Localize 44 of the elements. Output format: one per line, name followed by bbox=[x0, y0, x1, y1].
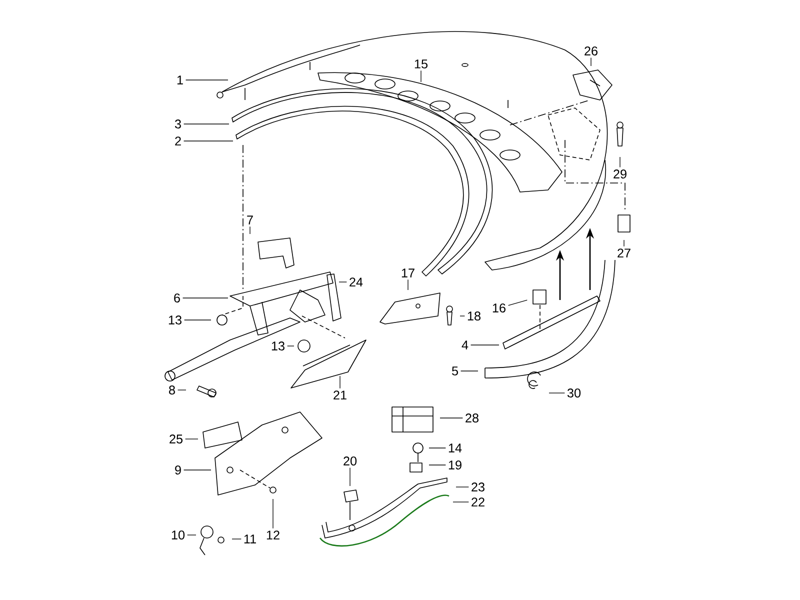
leader-line bbox=[183, 140, 234, 142]
callout-number: 11 bbox=[244, 534, 256, 544]
callout-number: 13 bbox=[168, 316, 182, 324]
leader-line bbox=[420, 70, 422, 82]
callout-number: 17 bbox=[402, 268, 414, 278]
leader-line bbox=[184, 438, 198, 440]
callout-number: 22 bbox=[472, 498, 484, 506]
callout-number: 19 bbox=[448, 460, 462, 470]
callout-number: 21 bbox=[334, 390, 346, 400]
leader-line bbox=[186, 534, 196, 536]
callout-number: 24 bbox=[350, 278, 363, 286]
callout-number: 9 bbox=[175, 466, 181, 474]
callout-number: 15 bbox=[414, 60, 428, 68]
callout-number: 16 bbox=[492, 304, 506, 312]
callout-number: 8 bbox=[169, 386, 175, 394]
callout-number: 3 bbox=[174, 120, 181, 128]
leader-line bbox=[470, 344, 500, 346]
callout-number: 26 bbox=[584, 46, 598, 56]
leader-line bbox=[232, 538, 242, 540]
callout-number: 18 bbox=[468, 312, 480, 320]
callout-number: 20 bbox=[344, 456, 357, 466]
callout-number: 14 bbox=[448, 444, 462, 452]
callout-number: 23 bbox=[472, 482, 484, 492]
callout-number: 6 bbox=[174, 294, 180, 302]
callout-number: 27 bbox=[618, 248, 630, 258]
callout-number: 12 bbox=[266, 530, 280, 540]
callout-number: 5 bbox=[452, 366, 458, 376]
callout-number: 30 bbox=[567, 388, 581, 398]
callout-number: 2 bbox=[175, 136, 181, 146]
callout-number: 1 bbox=[177, 76, 183, 84]
callout-number: 29 bbox=[614, 170, 626, 178]
callout-number: 13 bbox=[272, 342, 284, 350]
leader-line bbox=[548, 392, 566, 394]
callout-number: 7 bbox=[247, 216, 253, 224]
leader-line bbox=[460, 370, 478, 372]
leader-line bbox=[508, 300, 528, 306]
callout-number: 25 bbox=[170, 434, 183, 444]
callout-number: 10 bbox=[172, 530, 185, 540]
leader-line bbox=[456, 486, 470, 488]
callout-number: 28 bbox=[466, 414, 478, 422]
leader-line bbox=[428, 464, 446, 466]
callout-number: 4 bbox=[462, 340, 468, 350]
leader-line bbox=[590, 57, 592, 66]
leader-line bbox=[272, 498, 274, 529]
